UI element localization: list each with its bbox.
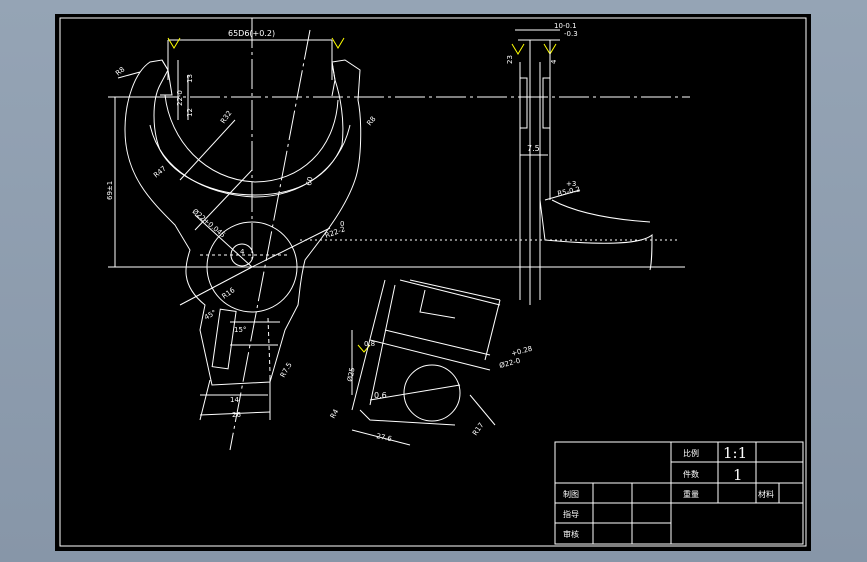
dim-r5-tol: +3 xyxy=(566,180,576,188)
qty-label: 件数 xyxy=(683,469,699,479)
fork-side-view xyxy=(515,29,653,305)
qty-value: 1 xyxy=(733,466,743,484)
centerline-diagonal xyxy=(229,29,311,451)
dim-15deg: 15° xyxy=(234,326,246,334)
fork-inner-arc xyxy=(164,94,339,183)
title-block-text: 比例 1:1 件数 1 制图 重量 材料 指导 审核 xyxy=(563,444,774,539)
border-frame xyxy=(59,17,807,547)
dim-26: 26 xyxy=(232,411,241,419)
review-label: 审核 xyxy=(563,529,579,539)
title-block xyxy=(554,441,804,545)
dim-06: 0.6 xyxy=(374,391,387,400)
fork-main-view xyxy=(108,18,690,451)
material-label: 材料 xyxy=(758,489,774,499)
dim-tol-right-bot: -0.3 xyxy=(564,30,578,38)
scale-value: 1:1 xyxy=(723,444,747,462)
side-hook-left xyxy=(519,77,528,129)
dim-13: 13 xyxy=(186,74,194,83)
fork-outer-profile xyxy=(124,59,362,386)
fork-inner-arc-2 xyxy=(149,124,351,198)
side-boss xyxy=(539,199,653,271)
arm-slot xyxy=(211,308,237,370)
right-hook xyxy=(331,61,336,97)
left-hook xyxy=(160,59,173,96)
dim-08: 0.8 xyxy=(364,340,375,348)
dim-0: 0 xyxy=(340,220,344,228)
section-view xyxy=(351,279,501,446)
side-hook-right xyxy=(542,77,551,129)
dim-4: 4 xyxy=(240,248,245,256)
dim-right-75: 7.5 xyxy=(527,144,540,153)
section-hole xyxy=(403,364,461,422)
dim-top-width: 65D6(+0.2) xyxy=(228,29,275,38)
dim-22: 22-0 xyxy=(176,90,184,106)
dim-right-23: 23 xyxy=(506,55,514,64)
dim-right-4: 4 xyxy=(550,59,558,64)
dim-276: 27.6 xyxy=(376,432,393,443)
dim-tol-right-top: 10-0.1 xyxy=(554,22,577,30)
scale-label: 比例 xyxy=(683,448,699,458)
dim-14: 14 xyxy=(230,396,239,404)
dim-phi25: Ø25 xyxy=(346,367,356,383)
dim-69: 69±1 xyxy=(106,181,114,200)
weight-label: 重量 xyxy=(683,489,699,499)
dim-12: 12 xyxy=(186,108,194,117)
dim-60: 60 xyxy=(305,176,314,186)
guide-label: 指导 xyxy=(563,509,579,519)
dim-r4: R4 xyxy=(329,407,341,420)
drawn-label: 制图 xyxy=(563,489,579,499)
hub-outer-circle xyxy=(206,221,298,313)
